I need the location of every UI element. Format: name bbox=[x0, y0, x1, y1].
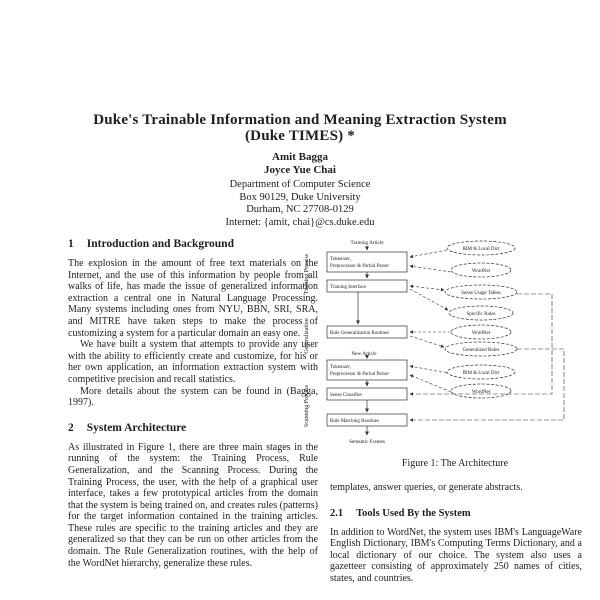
box-sense-classifier-label: Sense Classifier bbox=[330, 393, 362, 398]
flow-arrows bbox=[355, 246, 370, 436]
oval-wordnet-3-label: WordNet bbox=[472, 390, 491, 395]
oval-ibm-local-dict-1-label: IBM & Local Dict bbox=[462, 247, 500, 252]
affiliation-dept: Department of Computer Science bbox=[229, 179, 371, 190]
affiliation-box: Box 90129, Duke University bbox=[239, 191, 361, 203]
box-rule-matching-label: Rule Matching Routines bbox=[330, 419, 379, 424]
section-2-1-heading: 2.1 Tools Used By the System bbox=[330, 508, 582, 519]
oval-wordnet-2-label: WordNet bbox=[472, 331, 491, 336]
section-1-paragraph-2: We have built a system that attempts to … bbox=[68, 339, 318, 385]
stage-label-training-process: Training Process bbox=[304, 253, 310, 294]
architecture-diagram: Training Process Generalization Scanning… bbox=[304, 240, 565, 445]
box-tokenizer-training: Tokenizer, Preprocessor & Partial Parser bbox=[326, 251, 408, 273]
author-1: Amit Bagga bbox=[272, 151, 328, 163]
section-2-1-paragraph-1: In addition to WordNet, the system uses … bbox=[330, 526, 582, 584]
oval-specific-rules: Specific Rules bbox=[448, 305, 514, 321]
label-new-article: New Article bbox=[351, 351, 377, 357]
paper-title-line1: Duke's Trainable Information and Meaning… bbox=[93, 112, 507, 128]
section-2-heading: 2 System Architecture bbox=[68, 422, 318, 434]
left-column: 1 Introduction and Background The explosi… bbox=[68, 238, 318, 569]
box-rule-generalization-label: Rule Generalization Routines bbox=[330, 331, 389, 336]
oval-ibm-local-dict-2-label: IBM & Local Dict bbox=[462, 371, 500, 376]
oval-wordnet-1: WordNet bbox=[450, 262, 512, 278]
oval-generalized-rules: Generalized Rules bbox=[444, 341, 518, 357]
section-2-title: System Architecture bbox=[86, 421, 187, 434]
box-training-interface-label: Training Interface bbox=[330, 285, 367, 290]
box-tokenizer-scanning: Tokenizer, Preprocessor & Partial Parser bbox=[326, 359, 408, 381]
box-training-interface: Training Interface bbox=[326, 279, 408, 293]
box-tokenizer-scanning-line2: Preprocessor & Partial Parser bbox=[330, 372, 389, 377]
section-2-continuation-line: templates, answer queries, or generate a… bbox=[330, 482, 523, 493]
oval-sense-usage-tables: Sense Usage Tables bbox=[444, 284, 518, 300]
affiliation-email: Internet: {amit, chai}@cs.duke.edu bbox=[225, 216, 375, 228]
box-tokenizer-training-line1: Tokenizer, bbox=[330, 257, 351, 262]
section-1-number: 1 bbox=[68, 238, 74, 250]
box-rule-matching-routines: Rule Matching Routines bbox=[326, 413, 408, 427]
oval-ibm-local-dict-2: IBM & Local Dict bbox=[446, 364, 516, 380]
section-2-paragraph-1: As illustrated in Figure 1, there are th… bbox=[68, 441, 318, 569]
label-training-article: Training Article bbox=[350, 240, 384, 246]
right-column: templates, answer queries, or generate a… bbox=[330, 482, 582, 585]
authors: Amit Bagga Joyce Yue Chai bbox=[0, 151, 600, 177]
paper-title-line2: (Duke TIMES) * bbox=[244, 128, 356, 144]
affiliation: Department of Computer Science Box 90129… bbox=[0, 179, 600, 229]
oval-ibm-local-dict-1: IBM & Local Dict bbox=[446, 240, 516, 256]
section-1-title: Introduction and Background bbox=[86, 238, 234, 250]
oval-wordnet-1-label: WordNet bbox=[472, 269, 491, 274]
section-1-paragraph-1: The explosion in the amount of free text… bbox=[68, 258, 318, 339]
section-2-1-title: Tools Used By the System bbox=[356, 507, 471, 519]
oval-wordnet-2: WordNet bbox=[450, 324, 512, 340]
affiliation-city: Durham, NC 27708-0129 bbox=[246, 204, 354, 215]
box-rule-generalization-routines: Rule Generalization Routines bbox=[326, 325, 408, 339]
architecture-figure: Training Process Generalization Scanning… bbox=[298, 236, 592, 454]
oval-specific-rules-label: Specific Rules bbox=[466, 312, 495, 317]
figure-caption: Figure 1: The Architecture bbox=[401, 458, 509, 469]
label-semantic-frames: Semantic Frames bbox=[349, 439, 385, 445]
title-block: Duke's Trainable Information and Meaning… bbox=[0, 112, 600, 229]
section-1-paragraph-3: More details about the system can be fou… bbox=[68, 385, 318, 409]
box-tokenizer-scanning-line1: Tokenizer, bbox=[330, 365, 351, 370]
section-2-1-number: 2.1 bbox=[330, 507, 344, 519]
box-tokenizer-training-line2: Preprocessor & Partial Parser bbox=[330, 264, 389, 269]
oval-generalized-rules-label: Generalized Rules bbox=[463, 348, 500, 353]
stage-label-scanning-process: Scanning Process bbox=[304, 384, 310, 427]
section-1-heading: 1 Introduction and Background bbox=[68, 238, 318, 250]
stage-label-generalization: Generalization bbox=[304, 318, 310, 353]
author-2: Joyce Yue Chai bbox=[264, 164, 336, 176]
box-sense-classifier: Sense Classifier bbox=[326, 387, 408, 401]
oval-wordnet-3: WordNet bbox=[450, 383, 512, 399]
resource-connectors bbox=[409, 249, 565, 422]
section-2-number: 2 bbox=[68, 421, 74, 434]
oval-sense-usage-tables-label: Sense Usage Tables bbox=[461, 291, 501, 296]
